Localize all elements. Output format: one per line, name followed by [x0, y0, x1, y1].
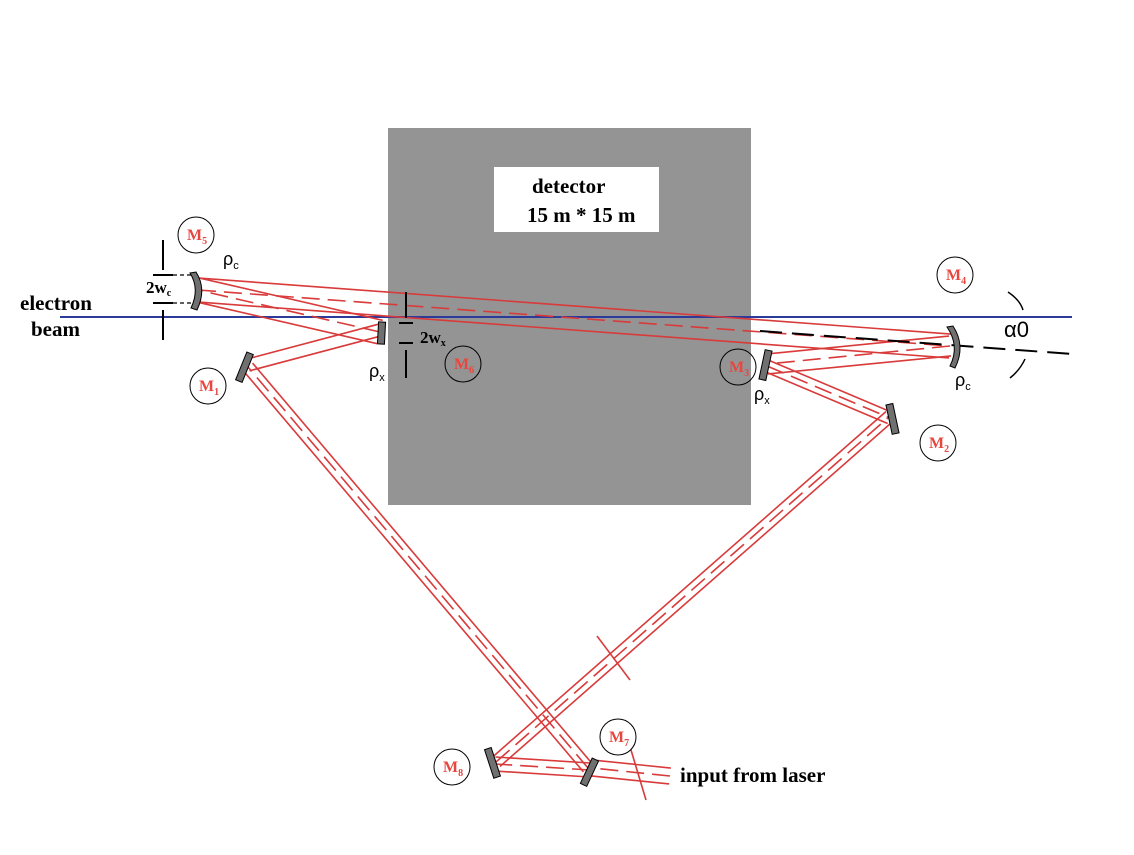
rho-c-label-m4: ρc: [955, 370, 971, 393]
mirror-label-circle: [177, 216, 215, 254]
beam-m4-to-m3: [765, 335, 952, 375]
rho-c-label-m5: ρc: [223, 249, 239, 272]
beam-m6-to-m5: [195, 277, 383, 345]
mirror-m3: [758, 349, 773, 382]
detector-label-line2: 15 m * 15 m: [527, 203, 636, 227]
mirror-label-m5: M5: [177, 216, 215, 254]
electron-beam-label-line1: electron: [20, 291, 92, 315]
wc-label: 2wc: [146, 278, 172, 299]
alpha-label: α0: [1004, 317, 1029, 342]
input-label: input from laser: [680, 763, 825, 787]
mirror-label-m8: M8: [433, 748, 471, 786]
mirror-label-m3: M3: [719, 348, 757, 386]
mirror-label-text: M7: [609, 729, 629, 749]
mirror-m4: [946, 325, 961, 369]
alpha-angle-arc-top: [1007, 291, 1024, 311]
alpha-angle-arc-bottom: [1009, 358, 1026, 379]
mirror-label-text: M5: [187, 227, 207, 247]
mirror-label-circle: [444, 345, 482, 383]
mirror-label-m2: M2: [919, 424, 957, 462]
mirror-m8: [483, 746, 502, 779]
mirror-label-text: M8: [443, 759, 463, 779]
mirror-m1: [234, 351, 254, 384]
electron-beam-label-line2: beam: [31, 317, 81, 341]
wx-label: 2wx: [420, 328, 446, 349]
mirror-label-m1: M1: [189, 367, 227, 405]
rho-x-label-m3: ρx: [754, 384, 770, 407]
mirror-label-m7: M7: [599, 718, 637, 756]
m4-axis-dashed: [759, 330, 1073, 355]
mirror-label-text: M1: [199, 378, 219, 398]
beam-tick-upper: [596, 635, 631, 681]
beam-input-to-m7: [591, 759, 671, 785]
mirror-label-text: M3: [729, 359, 749, 379]
mirror-label-circle: [936, 256, 974, 294]
mirror-label-circle: [433, 748, 471, 786]
mirror-label-circle: [719, 348, 757, 386]
mirror-label-text: M6: [454, 356, 474, 376]
beam-m7-to-m8: [494, 756, 591, 778]
mirror-label-circle: [919, 424, 957, 462]
beam-m1-to-m6: [246, 323, 382, 372]
mirror-label-text: M4: [946, 267, 966, 287]
beam-m3-to-m2: [764, 359, 893, 425]
mirror-label-circle: [599, 718, 637, 756]
mirror-label-text: M2: [929, 435, 949, 455]
mirror-m5: [189, 271, 203, 311]
detector-label-box: [494, 167, 659, 232]
mirror-m2: [885, 402, 900, 435]
rho-x-label-m6: ρx: [369, 361, 385, 384]
mirror-label-m4: M4: [936, 256, 974, 294]
laser-beam-paths: [195, 277, 952, 801]
beam-m8-to-m2: [491, 410, 895, 768]
detector-label-line1: detector: [532, 174, 605, 198]
mirror-label-m6: M6: [444, 345, 482, 383]
mirror-m6: [376, 321, 387, 345]
beam-m7-to-m1: [242, 362, 594, 773]
mirror-m7: [579, 757, 600, 788]
mirror-label-circle: [189, 367, 227, 405]
